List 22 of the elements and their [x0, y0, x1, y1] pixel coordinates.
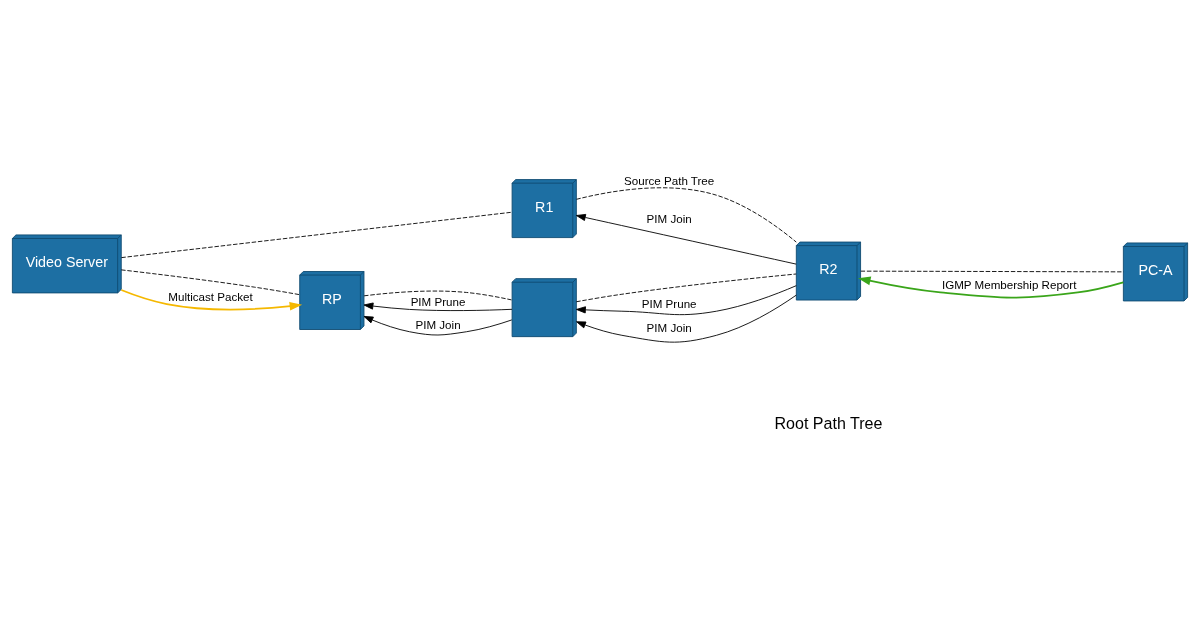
edge-label: PIM Join — [646, 321, 692, 335]
edge-label: PIM Prune — [641, 296, 697, 310]
arrow — [363, 315, 513, 336]
edge-label: PIM Join — [646, 212, 692, 226]
arrow — [576, 294, 797, 343]
arrow — [858, 276, 1125, 299]
edge-label: IGMP Membership Report — [941, 278, 1077, 292]
edge-label: PIM Prune — [410, 295, 466, 309]
connector — [575, 273, 797, 303]
arrow — [575, 213, 797, 265]
arrow — [120, 289, 303, 311]
edge-label: PIM Join — [415, 317, 461, 331]
connector — [860, 270, 1124, 273]
connector — [363, 290, 513, 301]
connector — [120, 269, 301, 296]
label: Root Path Tree — [774, 414, 883, 433]
edge-label: Source Path Tree — [624, 173, 715, 187]
connector — [576, 187, 797, 243]
edge-label: Multicast Packet — [168, 289, 253, 303]
arrow — [576, 285, 797, 316]
arrow — [363, 302, 513, 312]
connector — [121, 211, 513, 259]
